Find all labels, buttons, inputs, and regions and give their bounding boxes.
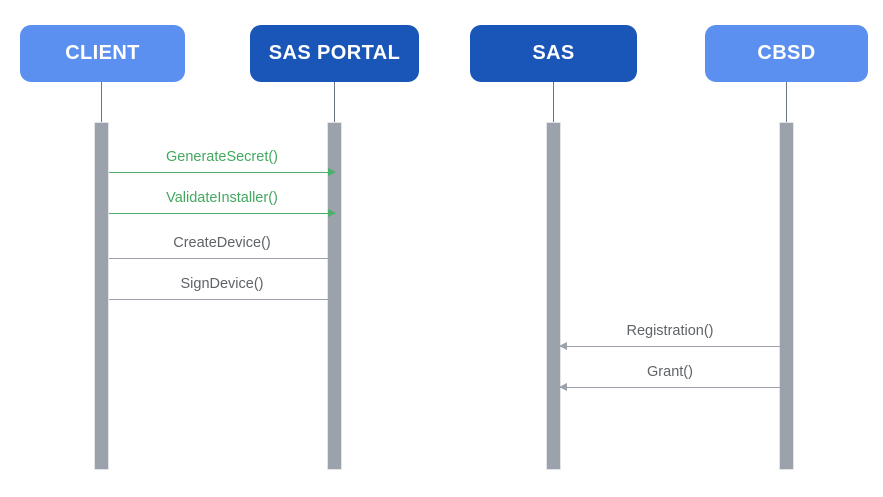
- message-label-m4: SignDevice(): [180, 276, 264, 292]
- lifeline-sas: [553, 82, 554, 122]
- participant-label-client: CLIENT: [65, 42, 140, 64]
- participant-label-sas-portal: SAS PORTAL: [268, 42, 401, 64]
- participant-box-client[interactable]: CLIENT: [20, 25, 185, 82]
- message-line-m3: [109, 258, 335, 259]
- message-label-m3: CreateDevice(): [173, 235, 271, 251]
- message-label-m2: ValidateInstaller(): [166, 190, 278, 206]
- message-line-m5: [560, 346, 780, 347]
- lifeline-client: [101, 82, 102, 122]
- message-label-m5: Registration(): [626, 323, 714, 339]
- arrowhead-left-icon: [559, 383, 567, 391]
- arrowhead-right-icon: [328, 168, 336, 176]
- arrowhead-right-icon: [328, 254, 336, 262]
- participant-box-sas-portal[interactable]: SAS PORTAL: [250, 25, 419, 82]
- activation-bar-sas: [546, 122, 561, 470]
- message-label-m6: Grant(): [647, 364, 693, 380]
- participant-label-cbsd: CBSD: [757, 42, 816, 64]
- message-line-m6: [560, 387, 780, 388]
- participant-label-sas: SAS: [532, 42, 575, 64]
- activation-bar-cbsd: [779, 122, 794, 470]
- message-line-m4: [109, 299, 335, 300]
- lifeline-sas-portal: [334, 82, 335, 122]
- message-line-m2: [109, 213, 335, 214]
- arrowhead-right-icon: [328, 209, 336, 217]
- message-line-m1: [109, 172, 335, 173]
- arrowhead-right-icon: [328, 295, 336, 303]
- message-label-m1: GenerateSecret(): [165, 149, 279, 165]
- participant-box-sas[interactable]: SAS: [470, 25, 637, 82]
- lifeline-cbsd: [786, 82, 787, 122]
- arrowhead-left-icon: [559, 342, 567, 350]
- participant-box-cbsd[interactable]: CBSD: [705, 25, 868, 82]
- activation-bar-client: [94, 122, 109, 470]
